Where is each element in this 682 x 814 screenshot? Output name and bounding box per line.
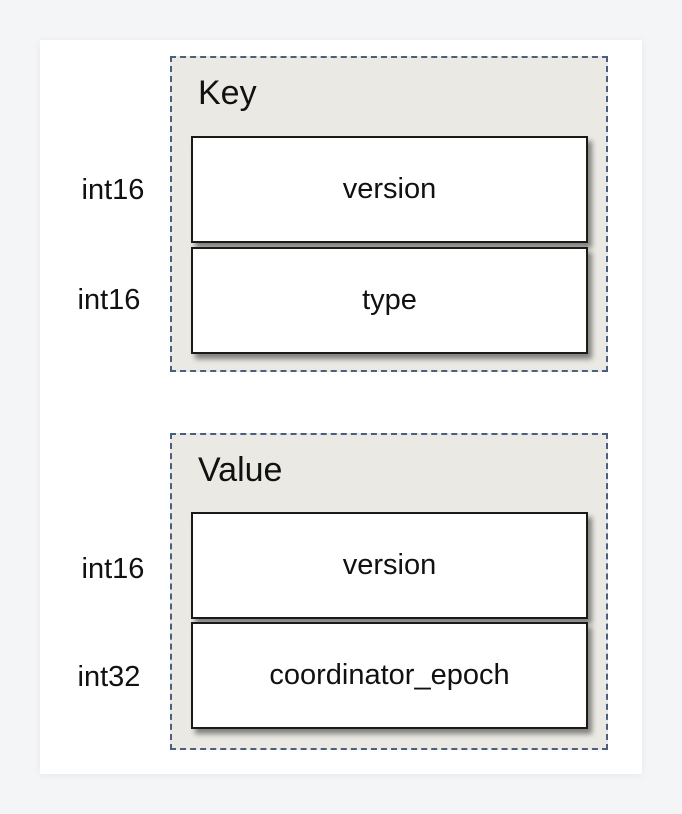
diagram-card: Key version type int16 int16 Value versi…	[40, 40, 642, 774]
key-field-version-label: version	[342, 173, 437, 205]
value-field-version-type: int16	[81, 553, 145, 585]
value-field-coordinator-epoch-type: int32	[77, 661, 141, 693]
key-section: Key version type	[170, 56, 608, 372]
value-section-title: Value	[198, 451, 283, 489]
key-field-type: type	[191, 247, 588, 354]
key-field-type-type: int16	[77, 284, 141, 316]
value-field-coordinator-epoch: coordinator_epoch	[191, 622, 588, 729]
value-field-coordinator-epoch-label: coordinator_epoch	[269, 659, 510, 691]
key-field-version: version	[191, 136, 588, 243]
value-section: Value version coordinator_epoch	[170, 433, 608, 750]
key-section-title: Key	[198, 74, 257, 112]
key-field-version-type: int16	[81, 174, 145, 206]
value-field-version-label: version	[342, 549, 437, 581]
value-field-version: version	[191, 512, 588, 619]
key-field-type-label: type	[362, 284, 417, 316]
